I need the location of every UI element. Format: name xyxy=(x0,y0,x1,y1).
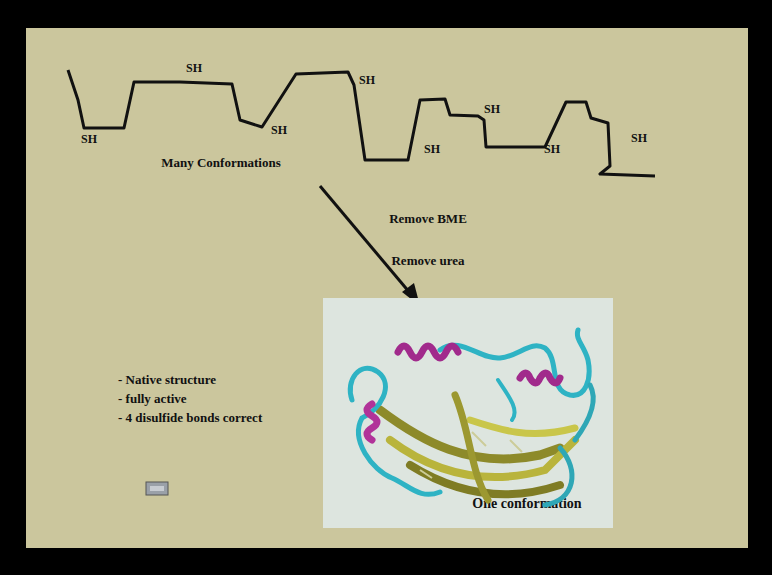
sh-label: SH xyxy=(359,74,375,87)
coil xyxy=(498,380,515,420)
alpha-helix xyxy=(367,404,377,440)
coil xyxy=(545,385,593,505)
beta-strand xyxy=(390,440,575,477)
structure-panel: One conformation xyxy=(323,298,613,528)
beta-strand xyxy=(380,410,560,459)
coil xyxy=(440,330,589,395)
sh-label: SH xyxy=(631,132,647,145)
unfolded-chain xyxy=(68,70,655,176)
sh-label: SH xyxy=(271,124,287,137)
sh-label: SH xyxy=(81,133,97,146)
step-label: Remove BME xyxy=(389,212,467,226)
sh-label: SH xyxy=(186,62,202,75)
coil xyxy=(350,368,440,494)
sh-label: SH xyxy=(424,143,440,156)
beta-strand xyxy=(470,420,575,433)
sh-label: SH xyxy=(484,103,500,116)
slide-icon-inner xyxy=(150,486,164,491)
step-label: Remove urea xyxy=(391,254,464,268)
disulfide-bond xyxy=(420,432,522,478)
result-item: - Native structure xyxy=(118,373,216,387)
sh-label: SH xyxy=(544,143,560,156)
beta-strand xyxy=(410,465,560,494)
alpha-helix xyxy=(398,346,458,358)
alpha-helix xyxy=(520,373,560,383)
slide-icon xyxy=(146,482,168,495)
result-item: - fully active xyxy=(118,392,187,406)
beta-strand xyxy=(455,395,488,500)
folding-arrow xyxy=(320,186,410,293)
conformation-label: Many Conformations xyxy=(161,156,281,170)
result-item: - 4 disulfide bonds correct xyxy=(118,411,262,425)
panel-caption: One conformation xyxy=(472,496,581,512)
